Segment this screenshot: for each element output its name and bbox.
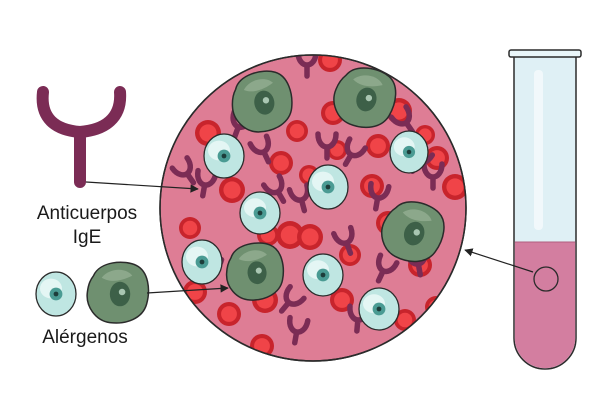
antibody-legend-icon bbox=[36, 86, 127, 188]
antibody-icon bbox=[295, 55, 319, 79]
teal-allergen-legend-shape bbox=[35, 271, 77, 317]
red-blood-cell bbox=[327, 140, 347, 160]
antibody-icon bbox=[342, 136, 369, 168]
red-blood-cell bbox=[297, 224, 323, 250]
antibody-icon bbox=[331, 224, 355, 256]
green-allergen-icon bbox=[333, 67, 397, 129]
red-blood-cell bbox=[318, 55, 342, 72]
red-blood-cell bbox=[179, 217, 201, 239]
antibody-icon bbox=[286, 182, 311, 214]
test-tube-icon bbox=[508, 49, 582, 370]
teal-allergen-icon bbox=[389, 130, 429, 174]
teal-allergen-icon bbox=[203, 133, 245, 179]
teal-allergen-icon bbox=[302, 253, 344, 297]
allergen-pointer-line bbox=[146, 284, 229, 294]
antibody-icon bbox=[421, 161, 445, 191]
sample-drop-marker bbox=[533, 266, 559, 292]
red-blood-cell bbox=[217, 302, 241, 326]
sample-contents bbox=[169, 55, 466, 358]
red-blood-cell bbox=[276, 221, 304, 249]
antibody-icon bbox=[169, 155, 197, 186]
green-allergen-icon bbox=[381, 201, 445, 263]
antibody-pointer-line bbox=[85, 181, 199, 193]
green-allergen-icon bbox=[225, 242, 285, 301]
teal-allergen-legend-icon bbox=[35, 271, 77, 317]
teal-allergen-icon bbox=[307, 164, 349, 210]
antibody-icon bbox=[367, 180, 392, 212]
antibody-icon bbox=[278, 284, 307, 314]
teal-allergen-icon bbox=[239, 191, 281, 235]
antibodies-label-line1: Anticuerpos bbox=[36, 203, 138, 224]
red-blood-cell bbox=[269, 151, 293, 175]
antibody-icon bbox=[315, 131, 339, 161]
red-blood-cell bbox=[219, 177, 245, 203]
tube-pointer-line bbox=[464, 248, 534, 273]
green-allergen-icon bbox=[231, 70, 293, 133]
red-blood-cell bbox=[286, 120, 308, 142]
teal-allergen-icon bbox=[358, 287, 400, 331]
green-allergen-legend-icon bbox=[86, 261, 150, 324]
antibody-icon bbox=[286, 314, 311, 346]
red-blood-cell bbox=[442, 174, 466, 200]
antibodies-label: Anticuerpos IgE bbox=[22, 202, 152, 250]
teal-allergen-icon bbox=[181, 239, 223, 285]
green-allergen-legend-shape bbox=[86, 261, 150, 324]
red-blood-cell bbox=[366, 134, 390, 158]
antibodies-label-line2: IgE bbox=[72, 227, 102, 248]
antibody-icon bbox=[388, 104, 416, 135]
antibody-icon bbox=[260, 173, 287, 205]
antibody-icon bbox=[247, 133, 272, 165]
allergens-label: Alérgenos bbox=[42, 327, 128, 348]
antibody-icon bbox=[375, 252, 400, 284]
